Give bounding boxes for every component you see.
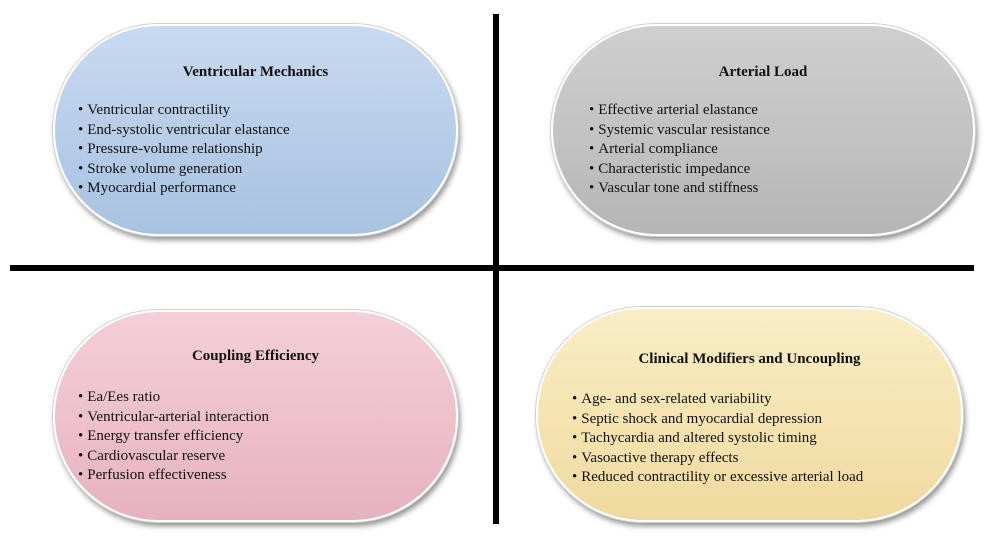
list-item: Ea/Ees ratio: [78, 388, 269, 408]
list-item: Vasoactive therapy effects: [572, 449, 863, 469]
list-item: Cardiovascular reserve: [78, 447, 269, 467]
quadrant-title: Ventricular Mechanics: [182, 64, 329, 80]
list-item: Septic shock and myocardial depression: [572, 410, 863, 430]
quadrant-list: Ea/Ees ratio Ventricular-arterial intera…: [78, 388, 269, 486]
quadrant-coupling-efficiency: Coupling Efficiency Ea/Ees ratio Ventric…: [53, 310, 458, 522]
list-item: Energy transfer efficiency: [78, 427, 269, 447]
list-item: Perfusion effectiveness: [78, 466, 269, 486]
quadrant-title: Coupling Efficiency: [191, 348, 320, 364]
list-item: Age- and sex-related variability: [572, 390, 863, 410]
quadrant-title: Arterial Load: [718, 64, 808, 80]
list-item: Reduced contractility or excessive arter…: [572, 468, 863, 488]
list-item: Arterial compliance: [589, 140, 770, 160]
list-item: Systemic vascular resistance: [589, 121, 770, 141]
quadrant-arterial-load: Arterial Load Effective arterial elastan…: [551, 24, 975, 236]
list-item: Vascular tone and stiffness: [589, 179, 770, 199]
quadrant-list: Age- and sex-related variability Septic …: [572, 390, 863, 488]
list-item: Characteristic impedance: [589, 160, 770, 180]
quadrant-list: Effective arterial elastance Systemic va…: [589, 101, 770, 199]
list-item: Effective arterial elastance: [589, 101, 770, 121]
horizontal-divider: [10, 265, 974, 271]
list-item: Pressure-volume relationship: [78, 140, 290, 160]
quadrant-list: Ventricular contractility End-systolic v…: [78, 101, 290, 199]
list-item: Ventricular-arterial interaction: [78, 408, 269, 428]
list-item: Tachycardia and altered systolic timing: [572, 429, 863, 449]
quadrant-ventricular-mechanics: Ventricular Mechanics Ventricular contra…: [53, 24, 458, 236]
quadrant-clinical-modifiers: Clinical Modifiers and Uncoupling Age- a…: [536, 307, 963, 522]
list-item: Stroke volume generation: [78, 160, 290, 180]
list-item: Ventricular contractility: [78, 101, 290, 121]
quadrant-title: Clinical Modifiers and Uncoupling: [638, 351, 861, 367]
list-item: Myocardial performance: [78, 179, 290, 199]
list-item: End-systolic ventricular elastance: [78, 121, 289, 141]
